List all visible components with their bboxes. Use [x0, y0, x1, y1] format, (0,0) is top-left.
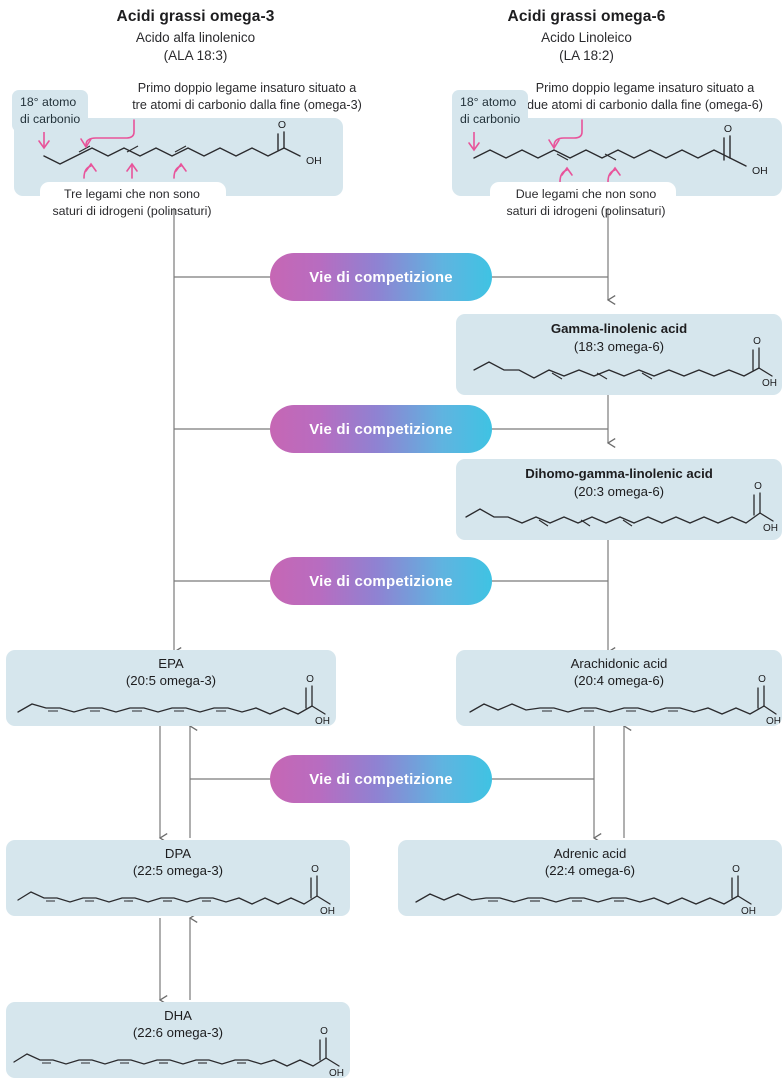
omega3-carbon-tag-line1: 18° atomo — [20, 95, 77, 109]
competition-pill-2-label: Vie di competizione — [309, 420, 453, 438]
molecule-adrenic-skeleton: O OH — [415, 864, 756, 916]
omega3-top-note: Primo doppio legame insaturo situato a t… — [112, 80, 382, 114]
svg-text:O: O — [320, 1026, 328, 1037]
omega3-carbon-tag-line2: di carbonio — [20, 111, 81, 126]
molecule-gla-skeleton: O OH — [473, 336, 777, 389]
dha-name: DHA — [164, 1008, 192, 1023]
svg-text:O: O — [306, 674, 314, 685]
omega3-header: Acidi grassi omega-3 Acido alfa linoleni… — [0, 8, 391, 63]
omega6-top-note-line2: due atomi di carbonio dalla fine (omega-… — [527, 98, 763, 112]
svg-text:OH: OH — [741, 906, 756, 916]
svg-text:OH: OH — [315, 716, 330, 726]
omega6-bottom-note-line1: Due legami che non sono — [515, 187, 657, 201]
svg-text:O: O — [724, 123, 732, 135]
omega6-subtitle: Acido Linoleico — [541, 30, 632, 45]
molecule-aa-skeleton: O OH — [469, 674, 781, 726]
omega6-carbon-tag-line1: 18° atomo — [460, 95, 517, 109]
omega6-code: (LA 18:2) — [559, 48, 614, 63]
svg-text:OH: OH — [763, 523, 778, 534]
omega6-top-note: Primo doppio legame insaturo situato a d… — [508, 80, 782, 114]
svg-text:O: O — [278, 119, 286, 131]
omega3-subtitle: Acido alfa linolenico — [135, 30, 256, 45]
gla-name: Gamma-linolenic acid — [550, 321, 688, 336]
molecule-epa-skeleton: O OH — [17, 674, 330, 726]
competition-pill-1[interactable]: Vie di competizione — [270, 253, 492, 301]
molecule-box-gla: Gamma-linolenic acid (18:3 omega-6) O OH — [456, 314, 782, 395]
omega6-bottom-note-line2: saturi di idrogeni (polinsaturi) — [506, 203, 666, 218]
dpa-code: (22:5 omega-3) — [132, 863, 224, 878]
omega3-title: Acidi grassi omega-3 — [116, 8, 275, 25]
dpa-name: DPA — [164, 846, 192, 861]
la-pink-annotations — [468, 119, 621, 183]
molecule-dha-skeleton: O OH — [13, 1026, 344, 1078]
competition-pill-3[interactable]: Vie di competizione — [270, 557, 492, 605]
dgla-name: Dihomo-gamma-linolenic acid — [525, 466, 713, 481]
dha-code: (22:6 omega-3) — [132, 1025, 224, 1040]
svg-text:O: O — [754, 481, 762, 492]
competition-pill-3-label: Vie di competizione — [309, 572, 453, 590]
omega3-caption-notch — [40, 182, 226, 202]
svg-text:O: O — [758, 674, 766, 685]
molecule-ala-skeleton: O OH — [43, 119, 322, 167]
aa-code: (20:4 omega-6) — [573, 673, 665, 688]
molecule-box-dgla: Dihomo-gamma-linolenic acid (20:3 omega-… — [456, 459, 782, 540]
molecule-la-skeleton: O OH — [473, 123, 768, 177]
omega6-title: Acidi grassi omega-6 — [507, 8, 666, 25]
competition-pill-4-label: Vie di competizione — [309, 770, 453, 788]
omega3-bottom-note-line1: Tre legami che non sono — [64, 187, 200, 201]
omega6-top-note-line1: Primo doppio legame insaturo situato a — [535, 81, 755, 95]
svg-text:OH: OH — [766, 716, 781, 726]
omega3-top-note-line1: Primo doppio legame insaturo situato a — [137, 81, 357, 95]
molecule-box-adrenic: Adrenic acid (22:4 omega-6) O OH — [398, 840, 782, 916]
svg-text:OH: OH — [306, 155, 322, 167]
molecule-dgla-skeleton: O OH — [465, 481, 778, 534]
adrenic-name: Adrenic acid — [553, 846, 627, 861]
svg-text:OH: OH — [762, 378, 777, 389]
molecule-box-dpa: DPA (22:5 omega-3) O OH — [6, 840, 350, 916]
competition-pill-2[interactable]: Vie di competizione — [270, 405, 492, 453]
svg-text:OH: OH — [320, 906, 335, 916]
adrenic-code: (22:4 omega-6) — [544, 863, 636, 878]
svg-text:O: O — [732, 864, 740, 875]
dgla-code: (20:3 omega-6) — [573, 484, 665, 499]
svg-text:O: O — [311, 864, 319, 875]
competition-pill-4[interactable]: Vie di competizione — [270, 755, 492, 803]
svg-text:O: O — [753, 336, 761, 347]
epa-name: EPA — [158, 656, 184, 671]
molecule-box-arachidonic: Arachidonic acid (20:4 omega-6) O OH — [456, 650, 782, 726]
gla-code: (18:3 omega-6) — [573, 339, 665, 354]
svg-text:OH: OH — [329, 1068, 344, 1078]
aa-name: Arachidonic acid — [570, 656, 668, 671]
omega6-bottom-note: Due legami che non sono saturi di idroge… — [480, 186, 692, 219]
molecule-box-epa: EPA (20:5 omega-3) O OH — [6, 650, 336, 726]
omega6-header: Acidi grassi omega-6 Acido Linoleico (LA… — [391, 8, 782, 63]
omega3-carbon-tag: 18° atomo di carbonio — [12, 90, 89, 132]
omega3-bottom-note: Tre legami che non sono saturi di idroge… — [26, 186, 238, 219]
omega6-carbon-tag-line2: di carbonio — [460, 111, 521, 126]
omega3-top-note-line2: tre atomi di carbonio dalla fine (omega-… — [132, 98, 362, 112]
omega6-carbon-tag: 18° atomo di carbonio — [452, 90, 529, 132]
svg-text:OH: OH — [752, 165, 768, 177]
molecule-dpa-skeleton: O OH — [17, 864, 335, 916]
competition-pill-1-label: Vie di competizione — [309, 268, 453, 286]
molecule-box-dha: DHA (22:6 omega-3) O OH — [6, 1002, 350, 1078]
omega3-bottom-note-line2: saturi di idrogeni (polinsaturi) — [52, 203, 212, 218]
omega3-code: (ALA 18:3) — [163, 48, 228, 63]
epa-code: (20:5 omega-3) — [125, 673, 217, 688]
omega6-caption-notch — [490, 182, 676, 202]
